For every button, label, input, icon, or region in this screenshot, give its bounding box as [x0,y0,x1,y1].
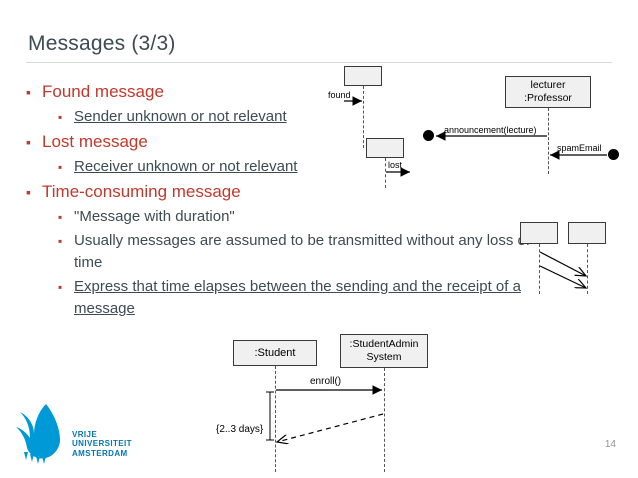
page-number: 14 [604,439,616,450]
lost-message-lifeline [385,158,386,188]
lost-message-label: lost [388,160,403,170]
title-divider [26,62,612,63]
vu-logo [16,404,60,464]
student-lifeline [275,366,276,472]
bullet-time-elapses-label: Express that time elapses between the se… [74,278,521,317]
spamemail-message-label: spamEmail [557,143,602,153]
lecturer-object-box: lecturer :Professor [505,76,591,108]
studentadminsystem-line1: :StudentAdmin [349,338,419,350]
lecturer-line1: lecturer [530,79,566,91]
bullet-message-with-duration: "Message with duration" [26,206,546,228]
vu-logo-line1: VRIJE [72,429,98,439]
bullet-lost-message: Lost message [26,130,546,154]
bullet-receiver-unknown: Receiver unknown or not relevant [26,156,546,178]
studentadminsystem-line2: System [366,351,402,363]
announcement-message-label: announcement(lecture) [444,125,537,135]
vu-logo-text: VRIJE UNIVERSITEIT AMSTERDAM [72,430,132,459]
lost-message-object-label [367,139,403,157]
studentadminsystem-object-box: :StudentAdmin System [340,334,428,368]
lecturer-object-label: lecturer :Professor [506,77,590,107]
student-object-box: :Student [233,340,317,366]
vu-logo-line3: AMSTERDAM [72,448,128,458]
bullet-time-elapses: Express that time elapses between the se… [26,276,546,320]
bullet-receiver-unknown-label: Receiver unknown or not relevant [74,158,298,175]
duration-right-object-box [568,222,606,244]
lost-message-object-box [366,138,404,158]
duration-right-object-label [569,223,605,243]
duration-left-object-box [520,222,558,244]
enroll-message-label: enroll() [310,376,342,387]
bullet-found-message: Found message [26,80,546,104]
found-message-label: found [328,90,351,100]
lecturer-line2: :Professor [524,92,572,104]
duration-right-lifeline [587,244,588,294]
found-message-lifeline [363,86,364,148]
found-message-object-label [345,67,381,85]
bullet-sender-unknown: Sender unknown or not relevant [26,106,546,128]
student-object-label: :Student [254,346,296,359]
bullet-time-consuming-message: Time-consuming message [26,180,546,204]
duration-left-object-label [521,223,557,243]
duration-constraint-label: {2..3 days} [216,424,264,435]
studentadminsystem-object-label: :StudentAdmin System [341,335,427,367]
bullet-list: Found message Sender unknown or not rele… [26,80,546,322]
found-message-start-dot [423,130,434,141]
found-message-object-box [344,66,382,86]
bullet-sender-unknown-label: Sender unknown or not relevant [74,108,287,125]
studentadminsystem-lifeline [384,368,385,472]
lost-message-end-dot [608,149,619,160]
bullet-no-loss-of-time: Usually messages are assumed to be trans… [26,230,546,274]
duration-left-lifeline [539,244,540,294]
vu-logo-line2: UNIVERSITEIT [72,439,132,448]
page-title: Messages (3/3) [28,32,176,55]
lecturer-lifeline [548,108,549,174]
